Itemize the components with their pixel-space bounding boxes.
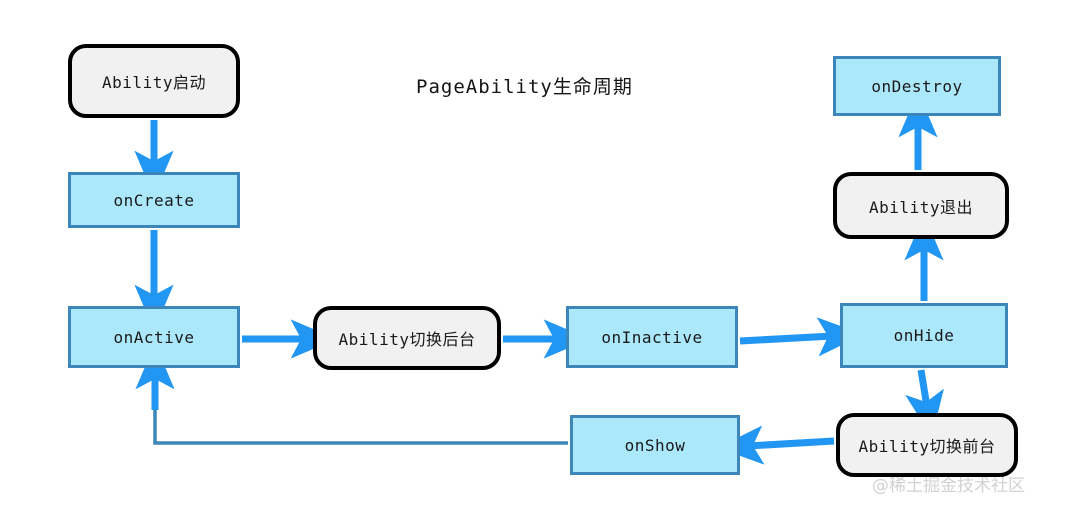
node-label: onDestroy [871,76,963,96]
node-label: onCreate [113,190,195,210]
node-on-destroy[interactable]: onDestroy [833,56,1001,116]
node-label: onInactive [601,327,703,347]
node-label: onShow [624,435,686,455]
edge-hide-to-foreground [905,369,944,438]
diagram-title: PageAbility生命周期 [416,76,633,98]
node-label: Ability切换前台 [858,437,996,456]
node-label: onActive [113,327,195,347]
node-on-show[interactable]: onShow [570,415,740,475]
node-ability-background[interactable]: Ability切换后台 [313,306,501,370]
node-ability-foreground[interactable]: Ability切换前台 [836,413,1018,477]
edge-foreground-to-show [717,425,835,465]
node-ability-start[interactable]: Ability启动 [68,44,240,118]
watermark: @稀土掘金技术社区 [872,476,1025,496]
node-label: onHide [893,326,955,345]
node-ability-exit[interactable]: Ability退出 [833,172,1009,239]
node-label: Ability切换后台 [338,330,476,349]
node-on-active[interactable]: onActive [68,306,240,368]
node-label: Ability退出 [869,197,973,217]
node-label: Ability启动 [102,73,206,92]
node-on-inactive[interactable]: onInactive [566,306,738,368]
edge-show-to-active [135,343,568,445]
node-on-create[interactable]: onCreate [68,172,240,228]
node-on-hide[interactable]: onHide [840,303,1008,368]
edge-inactive-to-hide [739,317,864,357]
